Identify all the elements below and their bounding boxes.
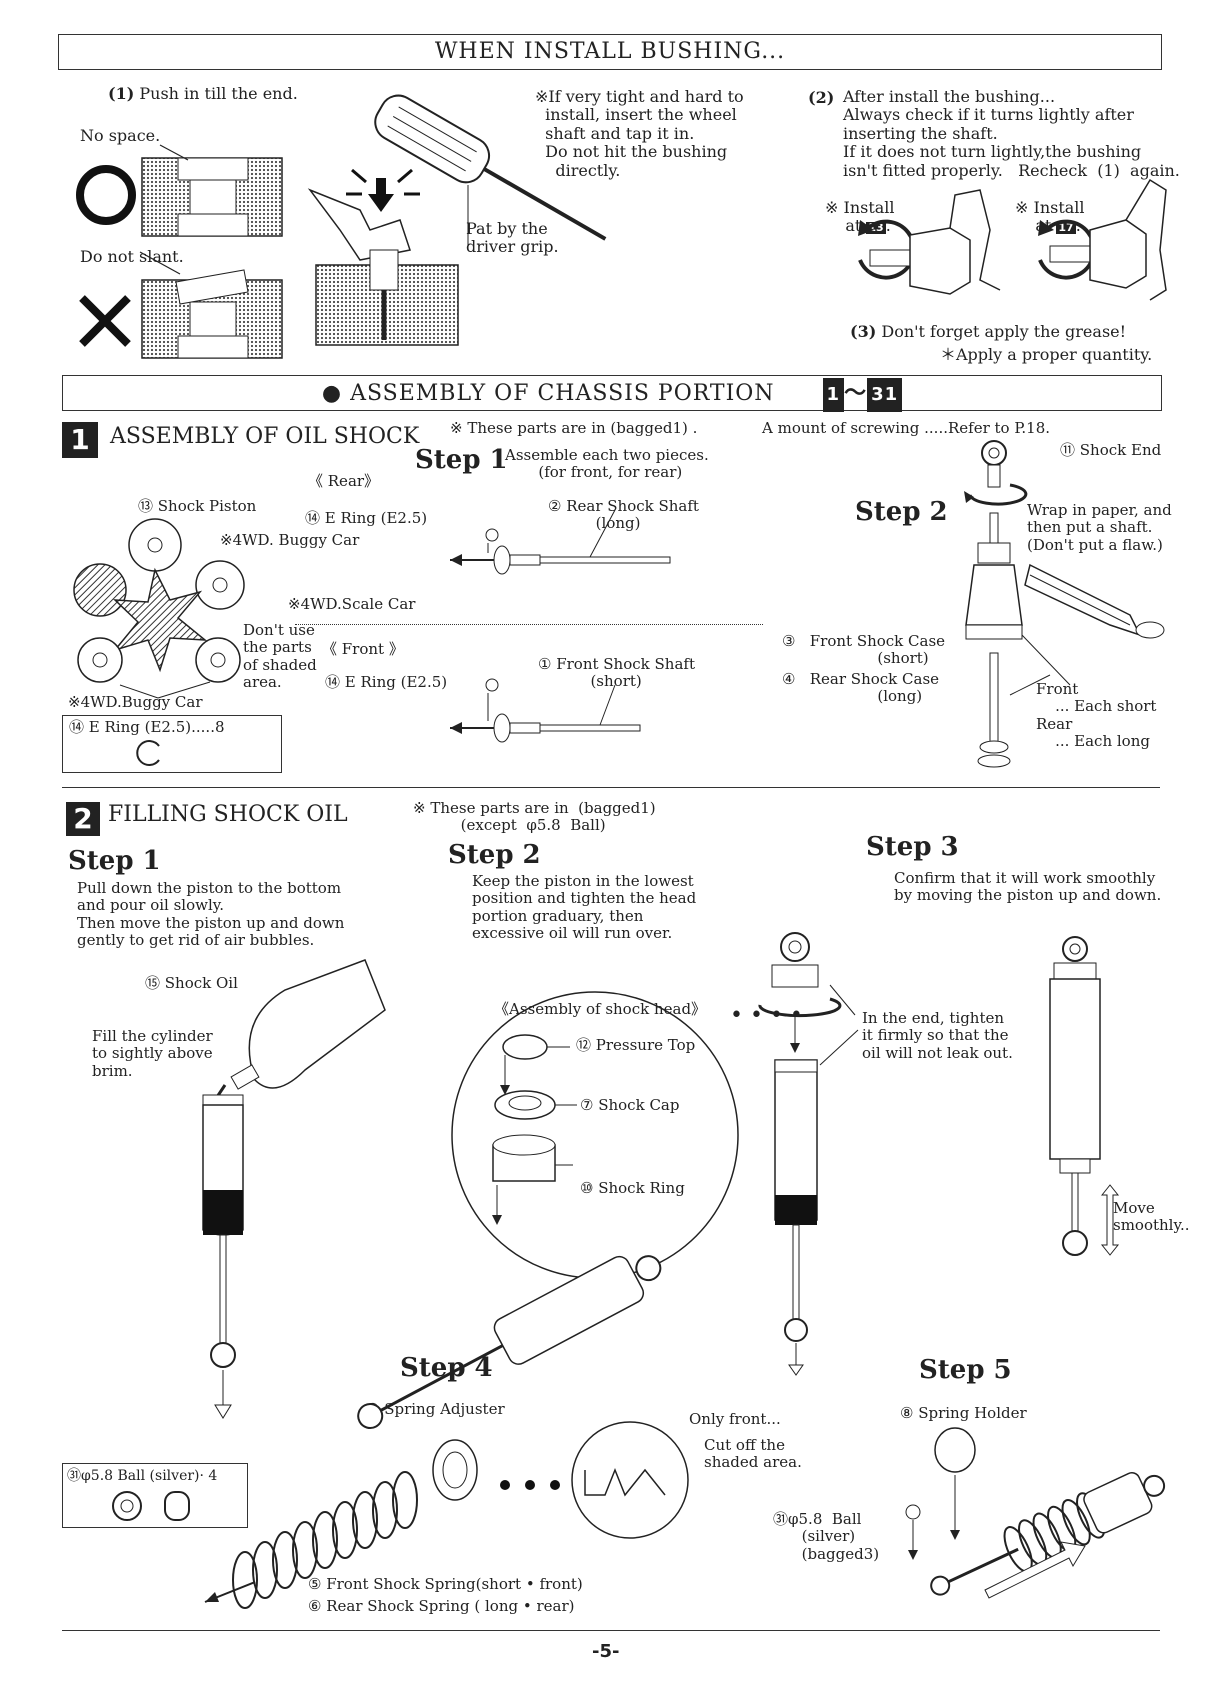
front-rear-label: Front ... Each short Rear ... Each long bbox=[1036, 680, 1157, 750]
bushing-step1: (1) Push in till the end. bbox=[108, 84, 298, 103]
section2-step5-label: Step 5 bbox=[919, 1355, 1012, 1385]
scale-label: ※4WD.Scale Car bbox=[288, 595, 416, 613]
spring-holder-diagram bbox=[905, 1427, 1166, 1599]
install-13-at: at bbox=[845, 215, 862, 235]
front-spring-label: ⑤ Front Shock Spring(short • front) bbox=[308, 1575, 583, 1593]
ering-icon bbox=[136, 740, 160, 766]
bushing-header-text: WHEN INSTALL BUSHING... bbox=[434, 39, 786, 64]
tight-note: ※If very tight and hard to install, inse… bbox=[535, 87, 744, 180]
ball-icon bbox=[112, 1491, 190, 1521]
section2-title: FILLING SHOCK OIL bbox=[108, 802, 348, 827]
install-13-prefix: ※ Install bbox=[825, 198, 895, 217]
section2-step1-text: Pull down the piston to the bottom and p… bbox=[77, 879, 345, 949]
ball-parts-box: ㉛φ5.8 Ball (silver)· 4 bbox=[62, 1463, 248, 1528]
bushing-step1-num: (1) bbox=[108, 84, 135, 103]
chassis-header-text: ASSEMBLY OF CHASSIS PORTION bbox=[350, 381, 775, 406]
chassis-range-from: 1 bbox=[822, 378, 845, 412]
section2-step3-label: Step 3 bbox=[866, 832, 959, 862]
shock-end-diagram bbox=[964, 440, 1165, 768]
bushing-correct-diagram bbox=[76, 144, 283, 359]
footer-rule bbox=[62, 1630, 1160, 1631]
spring-adjuster-label: ⑨ Spring Adjuster bbox=[366, 1400, 505, 1418]
chassis-range-to: 31 bbox=[867, 378, 903, 412]
grease-note: ＊Apply a proper quantity. bbox=[940, 345, 1153, 364]
tighten-diagram bbox=[758, 932, 859, 1376]
shock-head-circle bbox=[451, 991, 739, 1279]
ball-box-label: ㉛φ5.8 Ball (silver)· 4 bbox=[67, 1468, 218, 1484]
shaft-assembly-diagram bbox=[450, 509, 671, 743]
move-diagram bbox=[1049, 936, 1120, 1256]
move-label: Move smoothly.. bbox=[1113, 1199, 1190, 1235]
fill-label: Fill the cylinder to sightly above brim. bbox=[92, 1027, 213, 1080]
shock-cap-label: ⑦ Shock Cap bbox=[580, 1096, 680, 1114]
correct-o-icon bbox=[76, 165, 136, 225]
section1-step1-label: Step 1 bbox=[415, 445, 508, 475]
front-label: 《 Front 》 bbox=[322, 640, 404, 658]
shock-oil-label: ⑮ Shock Oil bbox=[145, 974, 238, 992]
bushing-step3-num: (3) bbox=[850, 322, 877, 341]
only-front-label: Only front... bbox=[689, 1410, 781, 1428]
section2-step2-text: Keep the piston in the lowest position a… bbox=[472, 872, 697, 942]
section1-dotted-divider bbox=[295, 624, 763, 625]
section1-screw-note: A mount of screwing .....Refer to P.18. bbox=[762, 419, 1051, 437]
rear-shaft-label: ② Rear Shock Shaft (long) bbox=[548, 497, 699, 533]
section1-title: ASSEMBLY OF OIL SHOCK bbox=[110, 424, 420, 449]
install-17-prefix: ※ Install bbox=[1015, 198, 1085, 217]
rear-case-label: ④ Rear Shock Case (long) bbox=[782, 670, 940, 706]
section2-bagged: ※ These parts are in (bagged1) (except φ… bbox=[413, 799, 656, 835]
ering-box-label: ⑭ E Ring (E2.5).....8 bbox=[69, 718, 225, 736]
bushing-step3: (3) Don't forget apply the grease! bbox=[850, 322, 1126, 341]
bushing-header: WHEN INSTALL BUSHING... bbox=[58, 34, 1162, 70]
page-number: -5- bbox=[592, 1641, 620, 1662]
section1-bagged: ※ These parts are in (bagged1) . bbox=[450, 419, 698, 437]
buggy1-label: ※4WD. Buggy Car bbox=[220, 531, 360, 549]
in-the-end-label: In the end, tighten it firmly so that th… bbox=[862, 1009, 1013, 1062]
ball5-label: ㉛φ5.8 Ball (silver) (bagged3) bbox=[773, 1510, 880, 1563]
section-divider bbox=[62, 787, 1160, 788]
shock-piston-diagram bbox=[73, 518, 245, 699]
knuckle-diagram bbox=[858, 178, 1167, 301]
spring-coils bbox=[232, 1471, 418, 1609]
ering-rear-label: ⑭ E Ring (E2.5) bbox=[305, 509, 428, 527]
shock-end-label: ⑪ Shock End bbox=[1060, 441, 1162, 459]
oil-fill-diagram bbox=[202, 959, 386, 1419]
pat-label: Pat by the driver grip. bbox=[466, 219, 559, 257]
section1-step2-label: Step 2 bbox=[855, 497, 948, 527]
bushing-step2: (2) bbox=[808, 88, 834, 107]
section2-number: 2 bbox=[66, 802, 100, 836]
screwdriver-diagram bbox=[307, 94, 607, 346]
buggy2-label: ※4WD.Buggy Car bbox=[68, 693, 203, 711]
head-dots: • • • • bbox=[730, 1003, 803, 1028]
chassis-range-sep: ～ bbox=[844, 380, 868, 406]
section2-step1-label: Step 1 bbox=[68, 846, 161, 876]
bushing-step2-text: After install the bushing... Always chec… bbox=[843, 87, 1180, 180]
no-space-label: No space. bbox=[80, 126, 161, 145]
wrap-label: Wrap in paper, and then put a shaft. (Do… bbox=[1027, 501, 1172, 554]
section2-step3-text: Confirm that it will work smoothly by mo… bbox=[894, 869, 1162, 905]
cut-off-label: Cut off the shaded area. bbox=[704, 1436, 802, 1472]
wrong-x-icon bbox=[79, 295, 131, 347]
bushing-step1-text: Push in till the end. bbox=[139, 84, 298, 103]
head-assembly-label: 《Assembly of shock head》 bbox=[494, 1000, 707, 1018]
pressure-top-label: ⑫ Pressure Top bbox=[576, 1036, 696, 1054]
section2-step2-label: Step 2 bbox=[448, 840, 541, 870]
front-case-label: ③ Front Shock Case (short) bbox=[782, 632, 946, 668]
shock-ring-label: ⑩ Shock Ring bbox=[580, 1179, 685, 1197]
section1-step1-text: Assemble each two pieces. (for front, fo… bbox=[505, 446, 709, 482]
dont-use-label: Don't use the parts of shaded area. bbox=[243, 621, 317, 691]
install-17-num: 17 bbox=[1056, 220, 1076, 234]
rear-spring-label: ⑥ Rear Shock Spring ( long • rear) bbox=[308, 1597, 575, 1615]
front-shaft-label: ① Front Shock Shaft (short) bbox=[538, 655, 695, 691]
piston-label: ⑬ Shock Piston bbox=[138, 497, 257, 515]
spring-holder-label: ⑧ Spring Holder bbox=[900, 1404, 1027, 1422]
bushing-step2-num: (2) bbox=[808, 88, 835, 107]
bushing-step3-text: Don't forget apply the grease! bbox=[881, 322, 1127, 341]
ering-parts-box: ⑭ E Ring (E2.5).....8 bbox=[62, 715, 282, 773]
chassis-header: ● ASSEMBLY OF CHASSIS PORTION 1～31 bbox=[62, 375, 1162, 412]
section1-number: 1 bbox=[62, 422, 98, 458]
spring-diagram bbox=[204, 1255, 689, 1609]
rear-label: 《 Rear》 bbox=[308, 472, 380, 490]
chassis-bullet: ● bbox=[321, 381, 343, 406]
ering-front-label: ⑭ E Ring (E2.5) bbox=[325, 673, 448, 691]
